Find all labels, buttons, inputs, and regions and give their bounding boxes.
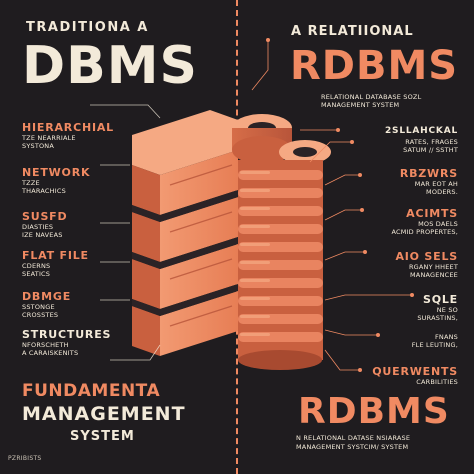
left-item-line: NFORSCHETH (22, 341, 69, 349)
slab-4-front (160, 291, 238, 356)
right-subtitle-line: MANAGEMENT SYSTEM (321, 101, 400, 109)
right-item-line: FLE LEUTING, (411, 341, 458, 349)
left-item-head: FLAT FILE (22, 249, 89, 262)
left-item-head: HIERARCHIAL (22, 121, 114, 134)
left-item-line: DIASTIES (22, 223, 54, 231)
right-item-line: MOS DAELS (418, 220, 458, 228)
left-item-flat-file: FLAT FILE CDERNS SEATICS (22, 249, 89, 278)
right-eyebrow: A RELATIIONAL (291, 24, 414, 39)
left-item-head: STRUCTURES (22, 328, 112, 341)
slab-3-side (132, 259, 160, 309)
left-item-line: CROSSTES (22, 311, 59, 319)
rdbms-cylinders (232, 114, 331, 370)
left-item-head: DBMGE (22, 290, 72, 303)
right-item-line: MAR EOT AH (414, 180, 458, 188)
left-footer-line2: MANAGEMENT (22, 403, 186, 425)
left-item-susfd: SUSFD DIASTIES IZE NAVEAS (22, 210, 67, 239)
left-item-line: TZE NEARRIALE (22, 134, 76, 142)
right-item-line: ACMID PROPERTES, (391, 228, 458, 236)
right-item-5: SQLE NE SO SURASTINS, (368, 293, 458, 322)
slab-top-face (132, 110, 238, 175)
right-item-head: ACIMTS (406, 207, 458, 220)
slab-4-side (132, 306, 160, 356)
right-item-4: AIO SELS RGANY HHEET MANAGENCEE (358, 250, 458, 279)
right-item-line: NE SO (436, 306, 458, 314)
right-footer-line: N RELATIONAL DATASE NSIARASE (296, 434, 411, 442)
left-item-line: IZE NAVEAS (22, 231, 63, 239)
left-title: DBMS (22, 36, 198, 96)
right-item-2: RBZWRS MAR EOT AH MODERS. (368, 167, 458, 196)
brand-logo: PZRIBISTS (8, 455, 42, 462)
right-subtitle-line: RELATIONAL DATABASE SOZL (321, 93, 422, 101)
right-item-line: RATES, FRAGES (405, 138, 458, 146)
left-connectors (90, 104, 161, 361)
left-eyebrow: TRADITIONA A (26, 20, 149, 35)
slab-1-side (132, 165, 160, 215)
right-title: RDBMS (290, 43, 459, 89)
right-item-head: RBZWRS (399, 167, 458, 180)
left-item-line: CDERNS (22, 262, 51, 270)
right-connectors (251, 38, 414, 372)
left-item-hierarchial: HIERARCHIAL TZE NEARRIALE SYSTONA (22, 121, 114, 150)
left-item-head: NETWORK (22, 166, 91, 179)
right-footer-line: MANAGEMENT SYSTCIM/ SYSTEM (296, 443, 409, 451)
right-item-line: MANAGENCEE (409, 271, 458, 279)
dbms-slabs (132, 110, 238, 356)
left-item-line: TZZE (22, 179, 40, 187)
right-item-head: AIO SELS (395, 250, 458, 263)
right-item-head: 2SLLAHCKAL (385, 126, 458, 136)
slab-2-side (132, 212, 160, 262)
right-item-line: RGANY HHEET (408, 263, 458, 271)
left-footer-line3: SYSTEM (70, 429, 135, 444)
right-item-7: QUERWENTS CARBILITIES (358, 365, 458, 386)
right-item-head: QUERWENTS (372, 365, 458, 378)
left-item-line: A CARAISKENITS (22, 349, 79, 357)
left-item-line: THARACHICS (22, 187, 66, 195)
left-item-head: SUSFD (22, 210, 68, 223)
right-item-head: SQLE (423, 293, 458, 306)
right-item-line: SURASTINS, (417, 314, 458, 322)
right-footer-title: RDBMS (298, 391, 450, 432)
left-item-line: SSTONGE (22, 303, 55, 311)
left-item-line: SYSTONA (22, 142, 55, 150)
right-item-line: CARBILITIES (416, 378, 458, 386)
right-item-line: SATUM // SSTHT (403, 146, 458, 154)
right-item-line: MODERS. (426, 188, 458, 196)
slab-2-front (160, 197, 238, 262)
left-item-dbmge: DBMGE SSTONGE CROSSTES (22, 290, 71, 319)
slab-1-front (160, 150, 238, 215)
slab-3-front (160, 244, 238, 309)
right-item-1: 2SLLAHCKAL RATES, FRAGES SATUM // SSTHT (358, 125, 458, 154)
left-item-network: NETWORK TZZE THARACHICS (22, 166, 90, 195)
left-item-line: SEATICS (22, 270, 51, 278)
right-item-6: FNANS FLE LEUTING, (368, 333, 458, 349)
right-item-line: FNANS (434, 333, 458, 341)
right-item-3: ACIMTS MOS DAELS ACMID PROPERTES, (358, 207, 458, 236)
left-footer-line1: FUNDAMENTA (22, 381, 161, 401)
left-item-structures: STRUCTURES NFORSCHETH A CARAISKENITS (22, 328, 111, 357)
